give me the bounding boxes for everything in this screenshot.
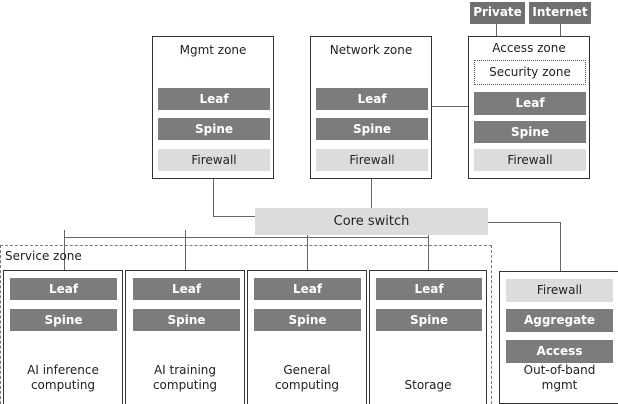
network-to-core-v xyxy=(371,179,372,208)
private-network-box: Private xyxy=(470,2,525,24)
service-unit-caption-1: General xyxy=(283,363,331,377)
network-spine: Spine xyxy=(316,118,428,140)
service-unit-ai-training: Leaf Spine AI training computing xyxy=(125,270,245,404)
security-zone: Security zone xyxy=(474,60,586,85)
service-unit-storage: Leaf Spine Storage xyxy=(369,270,487,404)
mgmt-spine: Spine xyxy=(158,118,270,140)
service-zone-region xyxy=(0,245,492,404)
service-unit-caption-2: computing xyxy=(152,378,218,392)
network-zone: Network zone Leaf Spine Firewall xyxy=(310,36,432,179)
service-unit-ai-inference: Leaf Spine AI inference computing xyxy=(3,270,123,404)
access-zone-title: Access zone xyxy=(492,41,566,55)
oob-firewall: Firewall xyxy=(506,279,613,302)
core-to-oob-v xyxy=(560,222,561,271)
service-bus xyxy=(64,237,428,238)
oob-aggregate: Aggregate xyxy=(506,309,613,332)
service-unit-caption-2: computing xyxy=(274,378,340,392)
mgmt-to-core-h xyxy=(213,216,255,217)
mgmt-firewall: Firewall xyxy=(158,149,270,171)
service-unit-leaf: Leaf xyxy=(254,278,361,300)
service-unit-spine: Spine xyxy=(254,309,361,331)
mgmt-zone: Mgmt zone Leaf Spine Firewall xyxy=(152,36,274,179)
network-zone-title: Network zone xyxy=(329,43,413,57)
mgmt-zone-title: Mgmt zone xyxy=(179,43,247,57)
service-unit-caption-1: AI inference xyxy=(27,363,99,377)
service-unit-spine: Spine xyxy=(376,309,482,331)
access-zone: Access zone Security zone Leaf Spine Fir… xyxy=(468,36,590,179)
core-to-service-1 xyxy=(64,230,65,270)
service-unit-caption-2: Storage xyxy=(404,378,452,392)
oob-caption-2: mgmt xyxy=(541,378,578,392)
internet-box: Internet xyxy=(529,2,591,24)
core-to-service-3 xyxy=(307,230,308,270)
service-unit-general: Leaf Spine General computing xyxy=(247,270,367,404)
network-leaf: Leaf xyxy=(316,88,428,110)
core-switch: Core switch xyxy=(255,208,488,235)
access-spine: Spine xyxy=(474,121,586,143)
network-access-link xyxy=(427,106,468,107)
service-unit-leaf: Leaf xyxy=(376,278,482,300)
mgmt-to-core-v xyxy=(213,179,214,216)
oob-caption-1: Out-of-band xyxy=(523,363,596,377)
oob-mgmt-zone: Firewall Aggregate Access Out-of-band mg… xyxy=(499,271,618,404)
mgmt-leaf: Leaf xyxy=(158,88,270,110)
access-leaf: Leaf xyxy=(474,92,586,115)
service-unit-caption-1: AI training xyxy=(153,363,217,377)
service-zone-title: Service zone xyxy=(5,249,82,263)
internet-to-access-v xyxy=(560,24,561,37)
core-to-oob-h xyxy=(488,222,560,223)
access-firewall: Firewall xyxy=(474,149,586,171)
oob-access: Access xyxy=(506,340,613,363)
service-unit-caption-2: computing xyxy=(30,378,96,392)
core-to-service-2 xyxy=(185,230,186,270)
service-unit-spine: Spine xyxy=(10,309,117,331)
service-unit-spine: Spine xyxy=(133,309,240,331)
service-unit-leaf: Leaf xyxy=(10,278,117,300)
service-unit-leaf: Leaf xyxy=(133,278,240,300)
core-to-service-4 xyxy=(428,230,429,270)
private-to-access-v xyxy=(496,24,497,37)
network-firewall: Firewall xyxy=(316,149,428,171)
